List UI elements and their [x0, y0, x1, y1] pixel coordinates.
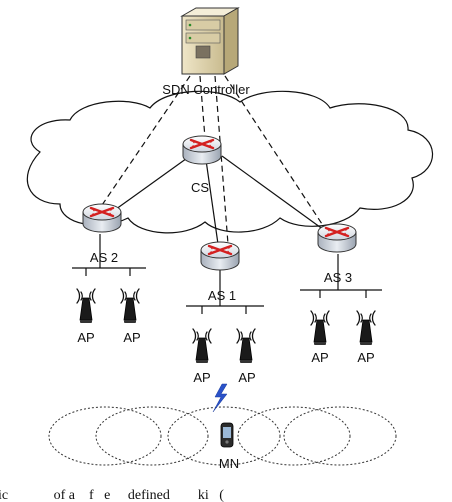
mobile-node-phone-icon — [220, 422, 234, 448]
control-links — [99, 75, 323, 245]
access-switch-1-router-icon — [199, 240, 241, 272]
ap-label: AP — [123, 330, 140, 345]
access-switch-2-label: AS 2 — [90, 250, 118, 265]
controller-label: SDN Controller — [162, 82, 250, 97]
access-point-icon — [76, 288, 96, 324]
core-switch-label: CS — [191, 180, 209, 195]
access-point-icon — [236, 328, 256, 364]
access-point-icon — [310, 310, 330, 346]
ap-label: AP — [238, 370, 255, 385]
access-switch-3-router-icon — [316, 222, 358, 254]
ap-label: AP — [77, 330, 94, 345]
sdn-controller-server-icon — [180, 7, 240, 75]
ap-label: AP — [311, 350, 328, 365]
data-links — [111, 155, 325, 245]
access-point-icon — [356, 310, 376, 346]
figure-caption: ic of a f e defined ki ( — [0, 488, 224, 502]
ap-bus-lines — [72, 234, 382, 314]
wireless-link-lightning-icon — [212, 383, 228, 413]
access-point-icon — [120, 288, 140, 324]
core-switch-router-icon — [181, 134, 223, 166]
access-point-icon — [192, 328, 212, 364]
access-switch-3-label: AS 3 — [324, 270, 352, 285]
ap-label: AP — [193, 370, 210, 385]
mobile-node-label: MN — [219, 456, 239, 471]
coverage-areas — [48, 406, 397, 466]
ap-label: AP — [357, 350, 374, 365]
access-switch-1-label: AS 1 — [208, 288, 236, 303]
access-switch-2-router-icon — [81, 202, 123, 234]
